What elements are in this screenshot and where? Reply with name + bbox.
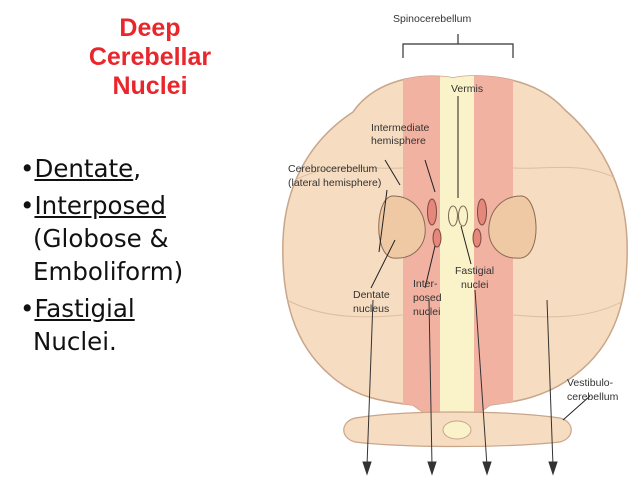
label-vestibulo-2: cerebellum (567, 391, 619, 403)
interposed-detail-2: Emboliform) (33, 257, 184, 286)
pointer-line (424, 159, 436, 193)
slide-title: Deep Cerebellar Nuclei (30, 14, 270, 101)
folia-line (286, 299, 404, 318)
dentate-suffix: , (133, 154, 142, 183)
label-cerebrocerebellum-1: Cerebrocerebellum (288, 163, 378, 175)
bullet-marker: • (20, 191, 35, 220)
label-cerebrocerebellum-2: (lateral hemisphere) (288, 177, 381, 189)
arrow-head (482, 461, 492, 476)
vermis-zone (440, 75, 474, 412)
output-arrow (428, 299, 433, 467)
label-dentate-1: Dentate (353, 289, 390, 301)
arrow-head (548, 461, 558, 476)
label-interposed-2: posed (413, 292, 442, 304)
interposed-detail-1: (Globose & (33, 224, 169, 253)
bullet-interposed: •Interposed (20, 189, 280, 222)
label-intermediate-2: hemisphere (371, 135, 426, 147)
interposed-nucleus (427, 198, 437, 226)
nodulus (442, 420, 472, 440)
spinocerebellum-bracket (402, 34, 514, 58)
label-interposed-1: Inter- (413, 278, 438, 290)
fastigial-detail: Nuclei. (33, 327, 117, 356)
pointer-line (424, 245, 436, 289)
bullet-marker: • (20, 294, 35, 323)
output-arrow (366, 299, 374, 467)
bullet-fastigial: •Fastigial (20, 292, 280, 325)
dentate-nucleus-left (378, 195, 426, 259)
label-interposed-3: nuclei (413, 306, 440, 318)
label-fastigial-2: nuclei (461, 279, 488, 291)
label-fastigial-1: Fastigial (455, 265, 494, 277)
interposed-nucleus (472, 228, 482, 248)
label-vestibulo-1: Vestibulo- (567, 377, 614, 389)
arrow-head (427, 461, 437, 476)
output-arrow (546, 299, 554, 467)
pointer-line (562, 395, 591, 421)
bullet-list: •Dentate, •Interposed (Globose & Embolif… (20, 152, 280, 358)
title-line-2: Cerebellar (88, 43, 212, 71)
interposed-nucleus (432, 228, 442, 248)
bullet-marker: • (20, 154, 35, 183)
dentate-nucleus-right (488, 195, 537, 259)
arrow-head (362, 461, 372, 476)
cerebellum-diagram: Spinocerebellum Vermis Intermediate hemi… (282, 13, 628, 476)
fastigial-term: Fastigial (34, 294, 135, 323)
pointer-line (370, 239, 396, 289)
label-spinocerebellum: Spinocerebellum (393, 13, 471, 25)
pointer-line (378, 189, 388, 253)
interposed-term: Interposed (34, 191, 166, 220)
fastigial-nucleus (448, 205, 458, 227)
folia-line (512, 299, 626, 318)
label-intermediate-1: Intermediate (371, 122, 430, 134)
title-line-1: Deep (119, 14, 181, 42)
title-line-3: Nuclei (112, 72, 188, 100)
pointer-line (460, 225, 472, 265)
interposed-nucleus (477, 198, 487, 226)
bullet-dentate: •Dentate, (20, 152, 280, 185)
label-vermis: Vermis (451, 83, 483, 95)
folia-line (512, 166, 621, 181)
dentate-term: Dentate (34, 154, 134, 183)
pointer-line (384, 159, 401, 186)
label-dentate-2: nucleus (353, 303, 389, 315)
output-arrow (474, 289, 488, 467)
fastigial-nucleus (458, 205, 468, 227)
folia-line (294, 166, 404, 181)
